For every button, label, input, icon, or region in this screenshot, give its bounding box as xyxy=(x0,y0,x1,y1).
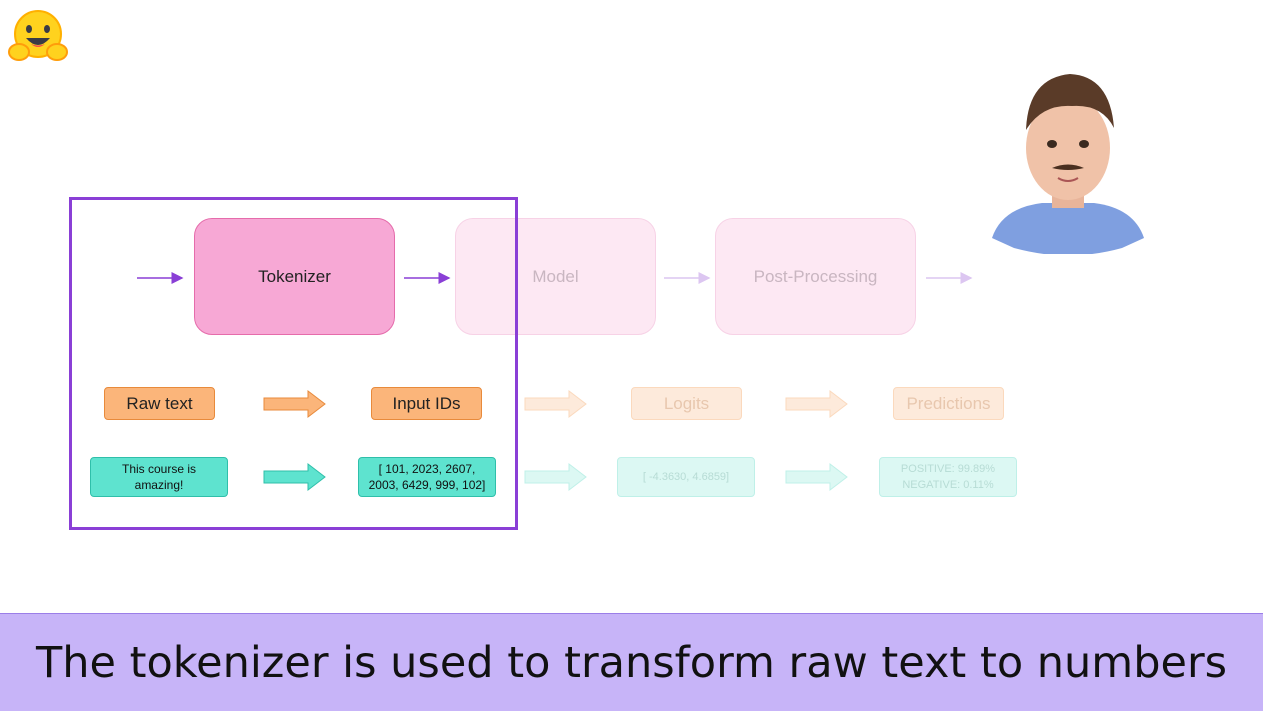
block-arrow-example-1 xyxy=(263,462,326,492)
stage-model: Model xyxy=(455,218,656,335)
block-arrow-ids-logits xyxy=(524,389,587,419)
format-logits: Logits xyxy=(631,387,742,420)
example-raw-text: This course is amazing! xyxy=(90,457,228,497)
tokenizer-highlight-box xyxy=(69,197,518,530)
presenter-video-icon xyxy=(992,74,1144,254)
block-arrow-logits-preds xyxy=(785,389,848,419)
format-input-ids: Input IDs xyxy=(371,387,482,420)
example-predictions: POSITIVE: 99.89% NEGATIVE: 0.11% xyxy=(879,457,1017,497)
subtitle-text: The tokenizer is used to transform raw t… xyxy=(35,637,1228,688)
block-arrow-example-2 xyxy=(524,462,587,492)
format-predictions: Predictions xyxy=(893,387,1004,420)
format-raw-text: Raw text xyxy=(104,387,215,420)
example-input-ids: [ 101, 2023, 2607, 2003, 6429, 999, 102] xyxy=(358,457,496,497)
subtitle-bar: The tokenizer is used to transform raw t… xyxy=(0,613,1263,711)
hugging-face-logo-icon xyxy=(8,10,68,61)
stage-tokenizer: Tokenizer xyxy=(194,218,395,335)
block-arrow-raw-ids xyxy=(263,389,326,419)
block-arrow-example-3 xyxy=(785,462,848,492)
stage-post-processing: Post-Processing xyxy=(715,218,916,335)
example-logits: [ -4.3630, 4.6859] xyxy=(617,457,755,497)
